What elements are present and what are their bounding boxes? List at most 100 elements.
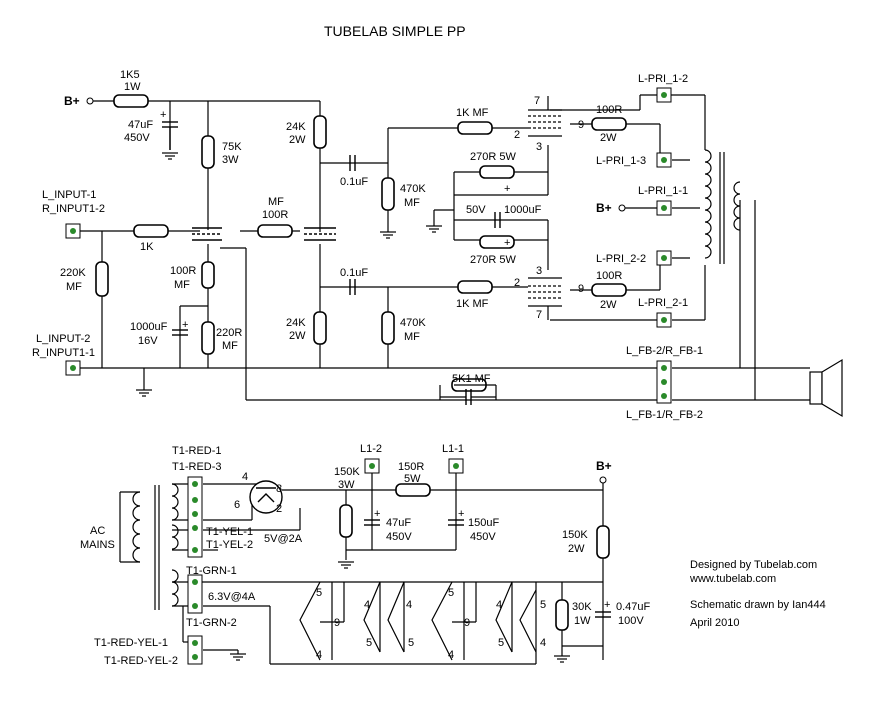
svg-text:100R: 100R <box>596 270 622 282</box>
speaker-icon <box>809 358 843 418</box>
svg-text:B+: B+ <box>596 459 612 473</box>
svg-text:+: + <box>604 599 610 611</box>
svg-text:2W: 2W <box>289 134 306 146</box>
svg-text:T1-RED-YEL-1: T1-RED-YEL-1 <box>94 637 168 649</box>
svg-text:450V: 450V <box>124 132 150 144</box>
svg-text:1K5: 1K5 <box>120 69 140 81</box>
svg-text:L_INPUT-1: L_INPUT-1 <box>42 189 96 201</box>
svg-text:100R: 100R <box>170 265 196 277</box>
svg-text:50V: 50V <box>466 204 486 216</box>
capacitors-power <box>364 519 611 618</box>
svg-text:MF: MF <box>66 281 82 293</box>
svg-text:MF: MF <box>268 196 284 208</box>
svg-text:Designed by Tubelab.com: Designed by Tubelab.com <box>690 559 817 571</box>
svg-text:5K1 MF: 5K1 MF <box>452 373 491 385</box>
svg-text:150R: 150R <box>398 461 424 473</box>
svg-text:5: 5 <box>316 587 322 599</box>
schematic-title: TUBELAB SIMPLE PP <box>324 23 466 39</box>
svg-text:T1-YEL-1: T1-YEL-1 <box>206 526 253 538</box>
svg-text:470K: 470K <box>400 183 426 195</box>
svg-text:+: + <box>504 183 510 195</box>
svg-text:1000uF: 1000uF <box>504 204 542 216</box>
svg-text:2: 2 <box>514 129 520 141</box>
rectifier-tube <box>249 480 283 514</box>
svg-text:www.tubelab.com: www.tubelab.com <box>689 573 776 585</box>
svg-text:4: 4 <box>242 471 248 483</box>
svg-text:T1-RED-1: T1-RED-1 <box>172 445 222 457</box>
svg-text:5: 5 <box>448 587 454 599</box>
output-pentode-top <box>528 96 562 137</box>
svg-text:+: + <box>504 237 510 249</box>
svg-text:1K MF: 1K MF <box>456 107 489 119</box>
svg-text:7: 7 <box>536 309 542 321</box>
svg-text:1W: 1W <box>574 615 591 627</box>
svg-text:270R 5W: 270R 5W <box>470 151 516 163</box>
svg-text:5: 5 <box>540 599 546 611</box>
svg-text:30K: 30K <box>572 601 592 613</box>
capacitors-top <box>162 121 501 405</box>
svg-text:AC: AC <box>90 525 105 537</box>
svg-text:6: 6 <box>234 499 240 511</box>
svg-text:7: 7 <box>534 95 540 107</box>
svg-text:270R 5W: 270R 5W <box>470 254 516 266</box>
terminals-top <box>65 87 672 404</box>
svg-text:+: + <box>182 319 188 331</box>
svg-text:1W: 1W <box>124 81 141 93</box>
svg-text:24K: 24K <box>286 121 306 133</box>
svg-text:MF: MF <box>174 279 190 291</box>
svg-text:MF: MF <box>404 197 420 209</box>
svg-text:MF: MF <box>404 331 420 343</box>
svg-text:April 2010: April 2010 <box>690 617 740 629</box>
svg-text:150K: 150K <box>334 466 360 478</box>
svg-text:L_FB-1/R_FB-2: L_FB-1/R_FB-2 <box>626 409 703 421</box>
svg-text:+: + <box>458 508 464 520</box>
svg-text:4: 4 <box>406 599 412 611</box>
svg-text:T1-RED-3: T1-RED-3 <box>172 461 222 473</box>
svg-text:L-PRI_1-1: L-PRI_1-1 <box>638 185 688 197</box>
svg-text:MF: MF <box>222 340 238 352</box>
svg-text:R_INPUT1-1: R_INPUT1-1 <box>32 347 95 359</box>
svg-text:150uF: 150uF <box>468 517 499 529</box>
svg-text:450V: 450V <box>386 531 412 543</box>
output-transformer <box>704 149 741 264</box>
svg-text:L-PRI_2-2: L-PRI_2-2 <box>596 253 646 265</box>
svg-text:0.1uF: 0.1uF <box>340 176 368 188</box>
svg-text:75K: 75K <box>222 141 242 153</box>
svg-text:100R: 100R <box>596 104 622 116</box>
svg-text:0.47uF: 0.47uF <box>616 601 651 613</box>
svg-text:1K: 1K <box>140 241 154 253</box>
svg-text:B+: B+ <box>64 94 80 108</box>
resistors-power <box>339 483 610 631</box>
output-pentode-bottom <box>528 277 562 320</box>
svg-text:3: 3 <box>536 265 542 277</box>
svg-text:3W: 3W <box>222 154 239 166</box>
input-triode-1 <box>192 227 222 241</box>
wires-power <box>172 470 604 665</box>
svg-text:1K MF: 1K MF <box>456 298 489 310</box>
svg-text:5W: 5W <box>404 473 421 485</box>
svg-text:5: 5 <box>366 637 372 649</box>
svg-text:L-PRI_1-3: L-PRI_1-3 <box>596 155 646 167</box>
svg-text:4: 4 <box>316 649 322 661</box>
svg-text:0.1uF: 0.1uF <box>340 267 368 279</box>
svg-text:150K: 150K <box>562 529 588 541</box>
svg-text:2: 2 <box>514 277 520 289</box>
svg-text:220R: 220R <box>216 327 242 339</box>
svg-text:100R: 100R <box>262 209 288 221</box>
svg-text:2W: 2W <box>600 299 617 311</box>
svg-text:9: 9 <box>334 617 340 629</box>
svg-text:L_INPUT-2: L_INPUT-2 <box>36 333 90 345</box>
svg-text:24K: 24K <box>286 317 306 329</box>
svg-text:220K: 220K <box>60 267 86 279</box>
svg-text:5: 5 <box>408 637 414 649</box>
resistors-top <box>95 94 627 392</box>
svg-text:100V: 100V <box>618 615 644 627</box>
svg-text:R_INPUT1-2: R_INPUT1-2 <box>42 203 105 215</box>
svg-text:2W: 2W <box>600 132 617 144</box>
terminals-power <box>187 458 607 665</box>
labels: 1K5 1W B+ 47uF 450V 75K 3W 24K 2W 0.1uF … <box>32 69 826 667</box>
svg-text:L-PRI_1-2: L-PRI_1-2 <box>638 73 688 85</box>
svg-text:+: + <box>160 109 166 121</box>
svg-text:4: 4 <box>496 599 502 611</box>
power-transformer <box>119 483 179 610</box>
